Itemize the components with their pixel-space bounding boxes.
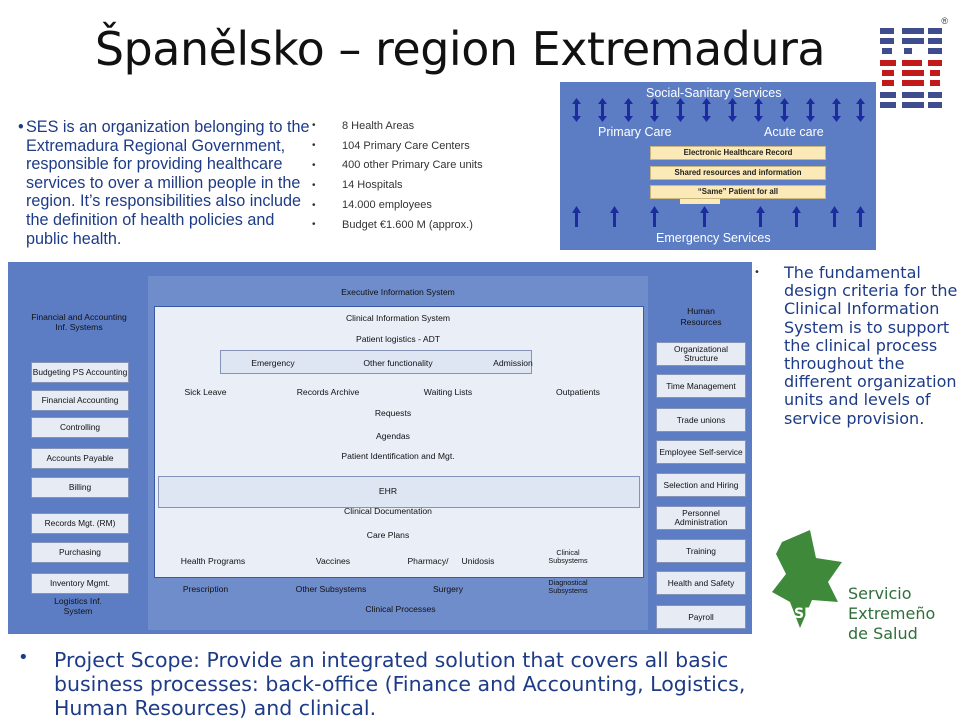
care-plans-label: Care Plans: [366, 530, 410, 540]
ses-acronym: SES: [794, 606, 824, 622]
right-item: Training: [656, 539, 746, 563]
left-item: Accounts Payable: [31, 448, 129, 469]
electronic-record-box: Electronic Healthcare Record: [650, 146, 826, 160]
left-item: Controlling: [31, 417, 129, 438]
project-scope: • Project Scope: Provide an integrated s…: [18, 647, 758, 720]
health-programs-label: Health Programs: [180, 556, 246, 566]
right-item: Employee Self-service: [656, 440, 746, 464]
ses-line-1: Servicio: [848, 584, 912, 603]
design-criteria-text: The fundamental design criteria for the …: [784, 263, 958, 428]
fact-item: •104 Primary Care Centers: [312, 139, 470, 152]
intro-paragraph: • SES is an organization belonging to th…: [18, 118, 312, 248]
project-scope-text: Project Scope: Provide an integrated sol…: [54, 648, 746, 720]
unidosis-label: Unidosis: [461, 556, 495, 566]
fact-item: •400 other Primary Care units: [312, 159, 483, 172]
agendas-label: Agendas: [376, 431, 410, 441]
diagnostical-subsystems-label: Diagnostical Subsystems: [548, 578, 588, 595]
ses-logo: SES Servicio Extremeño de Salud: [772, 528, 952, 643]
primary-care-label: Primary Care: [598, 125, 672, 139]
left-item: Financial Accounting: [31, 390, 129, 411]
ehr-label: EHR: [378, 486, 398, 496]
left-item: Budgeting PS Accounting: [31, 362, 129, 383]
pharmacy-label: Pharmacy/: [407, 556, 449, 566]
fact-item: •14.000 employees: [312, 199, 432, 212]
outpatients-label: Outpatients: [556, 387, 600, 397]
executive-is-label: Executive Information System: [341, 287, 455, 297]
social-sanitary-panel: Social-Sanitary Services Primary Care Ac…: [560, 82, 876, 250]
fact-item: •Budget €1.600 M (approx.): [312, 218, 473, 231]
vaccines-label: Vaccines: [315, 556, 351, 566]
fact-item: •14 Hospitals: [312, 179, 403, 192]
clinical-subsystems-label: Clinical Subsystems: [548, 548, 588, 565]
ses-line-2: Extremeño: [848, 604, 936, 623]
right-item: Personnel Administration: [656, 506, 746, 530]
right-item: Selection and Hiring: [656, 473, 746, 497]
left-item: Billing: [31, 477, 129, 498]
ses-line-3: de Salud: [848, 624, 918, 643]
fact-item: •8 Health Areas: [312, 119, 415, 132]
social-sanitary-title: Social-Sanitary Services: [646, 86, 782, 100]
surgery-label: Surgery: [432, 584, 464, 594]
design-criteria-note: • The fundamental design criteria for th…: [754, 263, 958, 428]
requests-label: Requests: [374, 408, 412, 418]
sick-leave-label: Sick Leave: [184, 387, 227, 397]
right-item: Health and Safety: [656, 571, 746, 595]
ses-cross-graphic: [772, 530, 842, 628]
right-item: Time Management: [656, 374, 746, 398]
admission-label: Admission: [493, 358, 533, 368]
hr-header: Human Resources: [680, 306, 722, 327]
facts-list: •8 Health Areas •104 Primary Care Center…: [312, 116, 552, 235]
ibm-logo: ®: [876, 16, 948, 116]
systems-diagram: Executive Information System Financial a…: [8, 262, 752, 634]
inventory-box: Inventory Mgmt.: [31, 573, 129, 594]
ehr-band: [158, 476, 640, 508]
patient-identification-label: Patient Identification and Mgt.: [341, 451, 455, 461]
emergency-label: Emergency: [251, 358, 295, 368]
records-archive-label: Records Archive: [296, 387, 360, 397]
prescription-label: Prescription: [182, 584, 229, 594]
page-title: Španělsko – region Extremadura: [94, 22, 826, 76]
other-subsystems-label: Other Subsystems: [295, 584, 367, 594]
arrows-graphic: [572, 98, 865, 227]
shared-resources-box: Shared resources and information: [650, 166, 826, 180]
left-item: Records Mgt. (RM): [31, 513, 129, 534]
patient-logistics-label: Patient logistics - ADT: [355, 334, 441, 344]
acute-care-label: Acute care: [764, 125, 824, 139]
intro-text: SES is an organization belonging to the …: [26, 118, 310, 248]
same-patient-box: “Same” Patient for all: [650, 185, 826, 199]
clinical-is-label: Clinical Information System: [345, 313, 451, 323]
clinical-processes-label: Clinical Processes: [365, 604, 436, 614]
right-item: Organizational Structure: [656, 342, 746, 366]
logistics-label: Logistics Inf. System: [54, 596, 102, 616]
right-item: Payroll: [656, 605, 746, 629]
patient-logistics-band: [220, 350, 532, 374]
purchasing-box: Purchasing: [31, 542, 129, 563]
clinical-documentation-label: Clinical Documentation: [344, 506, 432, 516]
emergency-services-label: Emergency Services: [656, 231, 771, 245]
other-functionality-label: Other functionality: [363, 358, 433, 368]
financial-header: Financial and Accounting Inf. Systems: [31, 312, 127, 332]
right-item: Trade unions: [656, 408, 746, 432]
waiting-lists-label: Waiting Lists: [423, 387, 473, 397]
